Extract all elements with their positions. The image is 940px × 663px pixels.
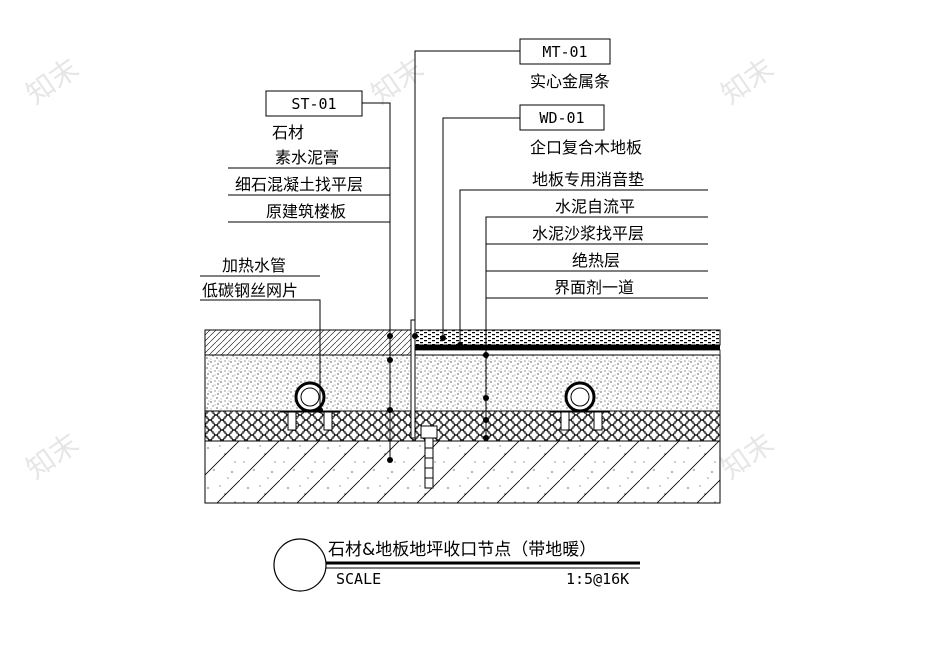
tag-code: MT-01 — [542, 43, 587, 61]
floor-section — [204, 319, 721, 504]
leader-lines — [200, 50, 708, 463]
scale-label: SCALE — [336, 570, 381, 588]
svg-text:知末: 知末 — [20, 427, 85, 486]
anchor-bolt — [420, 425, 438, 489]
layer-label: 水泥沙浆找平层 — [532, 224, 644, 243]
tag-desc: 实心金属条 — [530, 72, 610, 91]
tag-st-01: ST-01 石材 — [265, 90, 363, 142]
layer-label: 地板专用消音垫 — [532, 170, 644, 189]
insulation-layer — [204, 410, 721, 442]
scale-value: 1:5@16K — [566, 570, 629, 588]
layer-label: 水泥自流平 — [555, 197, 635, 216]
layer-label: 加热水管 — [222, 256, 286, 275]
right-labels: 地板专用消音垫 水泥自流平 水泥沙浆找平层 绝热层 界面剂一道 — [532, 170, 644, 297]
layer-label: 细石混凝土找平层 — [235, 175, 363, 194]
heating-labels: 加热水管 低碳钢丝网片 — [202, 256, 298, 300]
layer-label: 界面剂一道 — [554, 278, 634, 297]
layer-label: 素水泥膏 — [275, 148, 339, 167]
layer-label: 原建筑楼板 — [266, 202, 346, 221]
svg-text:知末: 知末 — [715, 52, 780, 111]
structural-slab — [204, 440, 721, 504]
stone-layer — [204, 329, 414, 356]
heating-pipe-right — [550, 381, 610, 431]
screed-layer — [204, 354, 721, 412]
tag-code: WD-01 — [539, 109, 584, 127]
self-level-layer — [412, 349, 721, 356]
left-labels: 素水泥膏 细石混凝土找平层 原建筑楼板 — [235, 148, 363, 221]
title-block: 石材&地板地坪收口节点（带地暖） SCALE 1:5@16K — [273, 538, 640, 592]
layer-label: 低碳钢丝网片 — [202, 281, 298, 300]
layer-label: 绝热层 — [572, 251, 620, 270]
heating-pipe-left — [280, 381, 340, 431]
drawing-title: 石材&地板地坪收口节点（带地暖） — [328, 540, 596, 560]
tag-desc: 石材 — [272, 123, 304, 142]
svg-text:知末: 知末 — [715, 427, 780, 486]
metal-strip — [410, 319, 416, 439]
svg-text:知末: 知末 — [365, 52, 430, 111]
underlay-layer — [413, 345, 720, 350]
tag-wd-01: WD-01 企口复合木地板 — [519, 104, 642, 157]
tag-mt-01: MT-01 实心金属条 — [519, 38, 611, 91]
tag-code: ST-01 — [291, 95, 336, 113]
tag-desc: 企口复合木地板 — [530, 138, 642, 157]
watermark-text: 知末 — [20, 52, 85, 111]
